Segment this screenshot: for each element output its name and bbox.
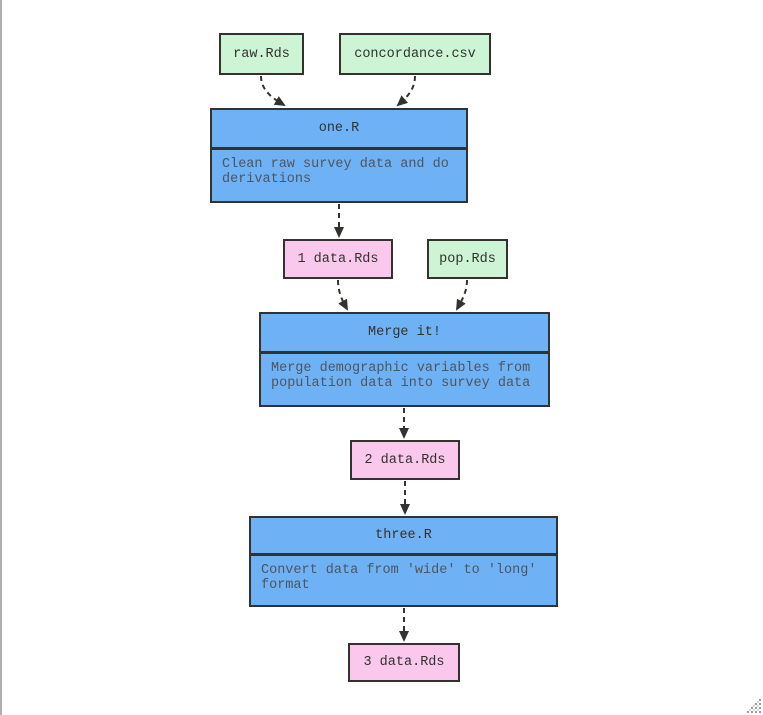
- edge-data1-to-merge: [337, 279, 348, 311]
- pane-divider: [0, 0, 2, 715]
- script-title: Merge it!: [261, 314, 548, 354]
- script-description: Merge demographic variables from populat…: [261, 354, 548, 391]
- edge-pop-to-merge: [456, 279, 468, 311]
- script-description: Convert data from 'wide' to 'long' forma…: [251, 556, 556, 593]
- node-label: concordance.csv: [354, 46, 476, 62]
- node-label: 2 data.Rds: [364, 452, 446, 468]
- node-merge-it: Merge it! Merge demographic variables fr…: [259, 312, 550, 407]
- resize-grip-icon[interactable]: [746, 698, 763, 715]
- node-label: 3 data.Rds: [363, 655, 445, 670]
- node-one-r: one.R Clean raw survey data and do deriv…: [210, 108, 468, 203]
- node-three-r: three.R Convert data from 'wide' to 'lon…: [249, 516, 558, 607]
- script-title: one.R: [212, 110, 466, 150]
- node-label: pop.Rds: [439, 251, 496, 267]
- script-description: Clean raw survey data and do derivations: [212, 150, 466, 187]
- edge-raw-to-one: [260, 75, 286, 107]
- node-label: raw.Rds: [233, 46, 290, 62]
- description-line: population data into survey data: [271, 376, 531, 391]
- description-line: Convert data from 'wide' to 'long': [261, 563, 537, 578]
- node-2-data-rds: 2 data.Rds: [350, 440, 460, 480]
- description-line: Merge demographic variables from: [271, 361, 531, 376]
- node-1-data-rds: 1 data.Rds: [283, 239, 393, 279]
- node-raw-rds: raw.Rds: [219, 33, 304, 75]
- edge-concordance-to-one: [396, 75, 416, 107]
- node-pop-rds: pop.Rds: [427, 239, 508, 279]
- script-title: three.R: [251, 518, 556, 556]
- node-concordance-csv: concordance.csv: [339, 33, 491, 75]
- description-line: derivations: [222, 172, 312, 187]
- node-3-data-rds: 3 data.Rds: [348, 643, 460, 682]
- description-line: format: [261, 578, 310, 593]
- description-line: Clean raw survey data and do: [222, 157, 449, 172]
- node-label: 1 data.Rds: [297, 251, 379, 267]
